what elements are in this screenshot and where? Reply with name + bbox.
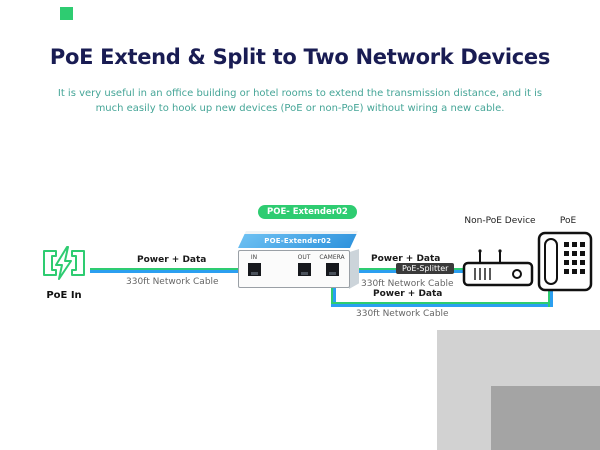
extender-badge: POE- Extender02	[258, 205, 357, 219]
port-out: OUT	[291, 254, 317, 276]
cable3-power-data-label: Power + Data	[373, 289, 443, 299]
port-in-label: IN	[250, 254, 258, 261]
non-poe-device-label: Non-PoE Device	[464, 216, 536, 226]
extender-top-label: POE-Extender02	[263, 237, 331, 245]
cable1-power-data-label: Power + Data	[137, 255, 207, 265]
accent-square	[60, 7, 73, 20]
cable3-length-label: 330ft Network Cable	[356, 309, 449, 319]
router-icon	[462, 248, 534, 292]
poe-extender-device: POE-Extender02 IN OUT CAMERA	[238, 228, 362, 292]
poe-splitter-badge: PoE-Splitter	[396, 263, 455, 274]
cable-poe-in-to-extender	[90, 268, 253, 273]
cable2-power-data-label: Power + Data	[371, 254, 441, 264]
lightning-bolt-icon	[55, 246, 72, 280]
cable2-length-label: 330ft Network Cable	[361, 279, 454, 289]
poe-device-label: PoE	[559, 216, 577, 226]
extender-side-face	[349, 249, 359, 289]
port-camera: CAMERA	[319, 254, 345, 276]
cable-camera-down-segment	[331, 276, 336, 306]
page-subtitle: It is very useful in an office building …	[0, 86, 600, 116]
subtitle-line-1: It is very useful in an office building …	[57, 88, 543, 99]
port-camera-label: CAMERA	[319, 254, 345, 261]
cable1-length-label: 330ft Network Cable	[126, 277, 219, 287]
poe-in-connector-icon	[38, 242, 90, 288]
subtitle-line-2: much easily to hook up new devices (PoE …	[95, 103, 505, 114]
rj45-port-icon	[297, 263, 311, 276]
port-in: IN	[241, 254, 267, 276]
port-out-label: OUT	[297, 254, 311, 261]
page-title: PoE Extend & Split to Two Network Device…	[49, 45, 551, 69]
cable-camera-horizontal-segment	[331, 302, 553, 307]
poe-in-label: PoE In	[46, 290, 82, 301]
rj45-port-icon	[247, 263, 261, 276]
cable-extender-to-nonpoe	[307, 268, 467, 273]
extender-front-face: IN OUT CAMERA	[238, 250, 350, 288]
corner-gray-dark-block	[491, 386, 600, 450]
ip-phone-icon	[537, 231, 593, 296]
cable-camera-up-segment	[548, 280, 553, 307]
rj45-port-icon	[325, 263, 339, 276]
extender-top-face: POE-Extender02	[238, 231, 358, 248]
